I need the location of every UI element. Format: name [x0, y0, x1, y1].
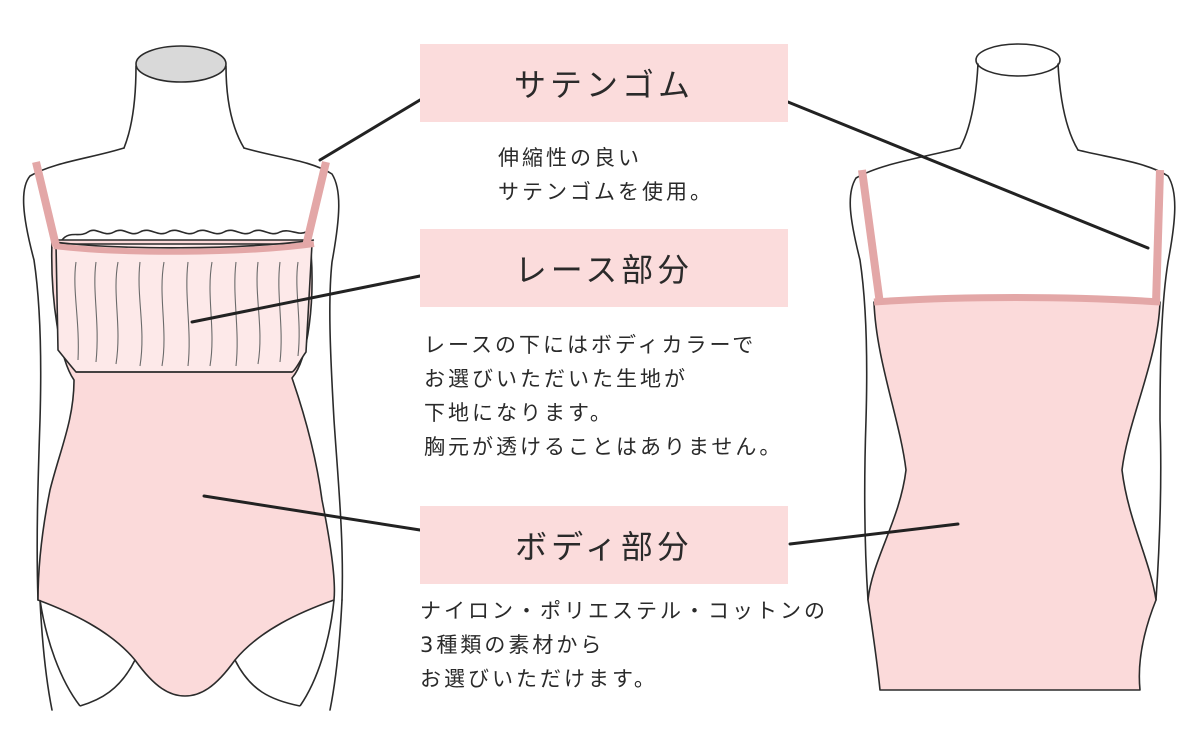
front-mannequin: [22, 45, 344, 711]
leader-lines: [190, 98, 1150, 546]
body-desc-line-1: ナイロン・ポリエステル・コットンの: [420, 599, 828, 623]
lace-part-label: レース部分: [420, 229, 788, 307]
lace-part-label-text: レース部分: [514, 251, 694, 289]
satin-rubber-label-text: サテンゴム: [513, 66, 694, 104]
satin-rubber-description: 伸縮性の良い サテンゴムを使用。: [498, 141, 714, 209]
body-desc-line-2: 3種類の素材から: [420, 633, 605, 657]
lace-part-description: レースの下にはボディカラーで お選びいただいた生地が 下地になります。 胸元が透…: [424, 328, 783, 464]
satin-rubber-label: サテンゴム: [420, 44, 788, 122]
satin-desc-line-1: 伸縮性の良い: [498, 146, 642, 170]
body-part-label-text: ボディ部分: [515, 528, 693, 566]
back-leotard: [858, 169, 1164, 691]
lace-desc-line-4: 胸元が透けることはありません。: [424, 435, 784, 459]
body-part-label: ボディ部分: [420, 506, 788, 584]
satin-desc-line-2: サテンゴムを使用。: [498, 180, 714, 204]
front-leotard: [32, 161, 336, 707]
lace-desc-line-3: 下地になります。: [424, 401, 614, 425]
lace-desc-line-1: レースの下にはボディカラーで: [424, 333, 757, 357]
lace-desc-line-2: お選びいただいた生地が: [424, 367, 688, 391]
body-desc-line-3: お選びいただけます。: [420, 667, 658, 691]
back-mannequin: [849, 43, 1176, 601]
body-part-description: ナイロン・ポリエステル・コットンの 3種類の素材から お選びいただけます。: [420, 594, 828, 696]
